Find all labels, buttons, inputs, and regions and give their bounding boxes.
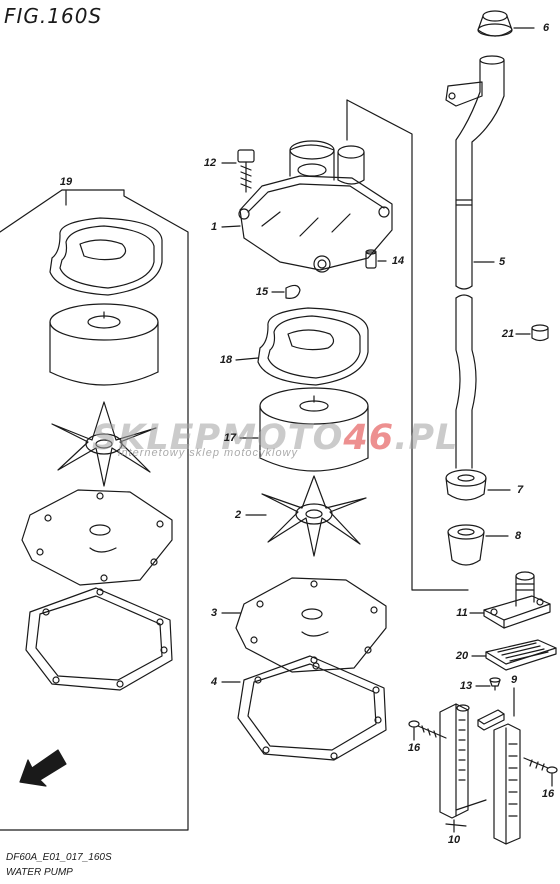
drain-tube-10-part: [439, 703, 487, 827]
callout-16-right: 16: [541, 788, 555, 800]
kit-19-bracket: [0, 189, 189, 831]
drain-block-9-part: [477, 709, 521, 845]
callout-10: 10: [447, 834, 461, 846]
plate-3-part: [235, 577, 387, 673]
tube-5-part: [445, 55, 505, 469]
grommet-6-part: [477, 10, 513, 37]
ring-18-part: [257, 307, 369, 386]
drawing-code: DF60A_E01_017_160S: [6, 852, 112, 863]
cap-21-part: [531, 324, 549, 342]
callout-4: 4: [210, 676, 218, 688]
screw-16-left-part: [408, 720, 447, 739]
callout-15: 15: [255, 286, 269, 298]
callout-12: 12: [203, 157, 217, 169]
cup-17-part: [259, 387, 369, 472]
pump-housing-1-part: [238, 140, 393, 273]
screw-13-part: [489, 677, 501, 691]
callout-20: 20: [455, 650, 469, 662]
strainer-20-part: [485, 639, 557, 671]
nipple-11-part: [483, 571, 551, 629]
callout-3: 3: [210, 607, 218, 619]
key-15-part: [285, 284, 301, 299]
ring-18-kit-part: [49, 217, 163, 296]
leader-1: [221, 225, 241, 228]
bolt-12-part: [237, 149, 255, 193]
callout-2: 2: [234, 509, 242, 521]
callout-17: 17: [223, 432, 237, 444]
callout-18: 18: [219, 354, 233, 366]
figure-title: FIG.160S: [4, 4, 103, 28]
impeller-2-part: [261, 475, 367, 557]
callout-19: 19: [59, 176, 73, 188]
screw-16-right-part: [523, 757, 558, 774]
impeller-2-kit-part: [51, 401, 157, 487]
callout-11: 11: [456, 607, 468, 619]
callout-21: 21: [501, 328, 515, 340]
callout-5: 5: [498, 256, 506, 268]
pin-14-part: [365, 249, 377, 269]
gasket-4-kit-part: [25, 587, 173, 691]
bushing-8-part: [447, 524, 485, 566]
fwd-arrow-icon: [19, 749, 67, 787]
callout-1: 1: [210, 221, 218, 233]
callout-6: 6: [542, 22, 550, 34]
watermark-logo: SKLEPMOTO46.PL: [92, 418, 459, 458]
gasket-4-part: [237, 655, 387, 761]
kit-19-bracket-left: [0, 189, 63, 233]
plate-3-kit-part: [21, 489, 173, 586]
callout-13: 13: [459, 680, 473, 692]
callout-8: 8: [514, 530, 522, 542]
seal-7-part: [445, 469, 487, 501]
callout-9: 9: [510, 674, 518, 686]
figure-caption: WATER PUMP: [6, 867, 73, 878]
callout-16-left: 16: [407, 742, 421, 754]
watermark-tagline: internetowy sklep motocyklowy: [118, 447, 299, 459]
hose-group-bracket: [346, 99, 469, 591]
callout-14: 14: [391, 255, 405, 267]
callout-7: 7: [516, 484, 524, 496]
cup-17-kit-part: [49, 303, 159, 386]
leader-18: [235, 357, 259, 361]
